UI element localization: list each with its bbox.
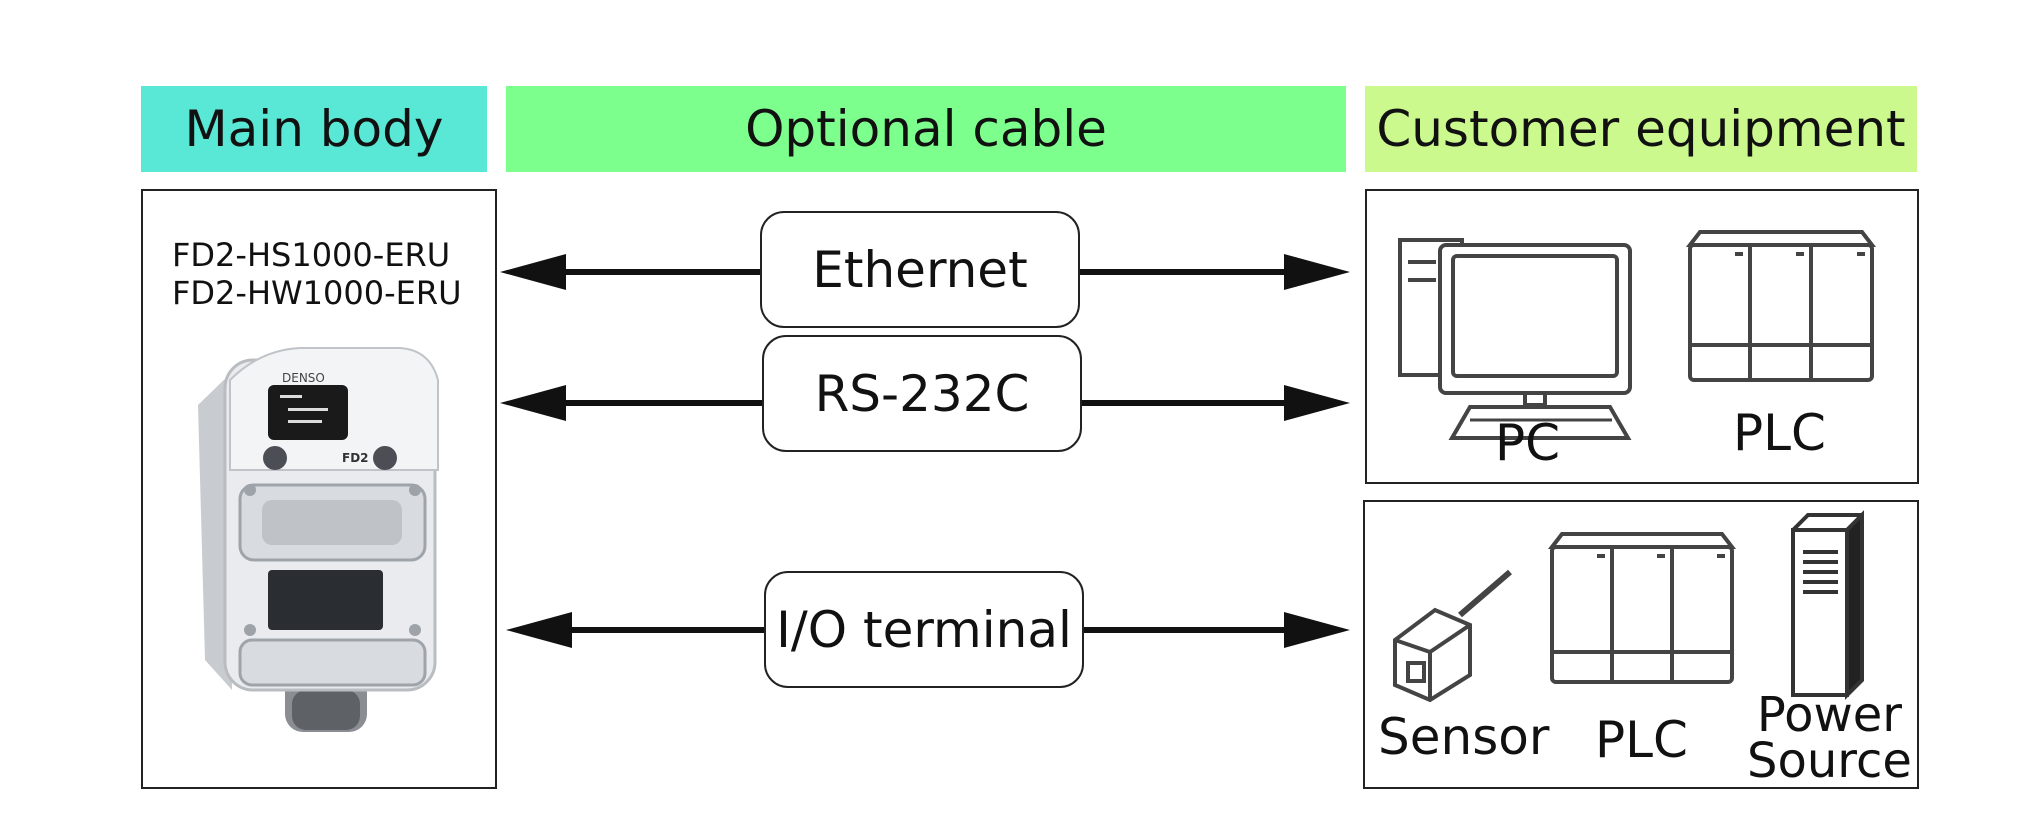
io-terminal-label-text: I/O terminal (776, 600, 1072, 659)
io-terminal-cable-label: I/O terminal (764, 571, 1084, 688)
rs232c-arrow (500, 385, 1350, 421)
plc-icon-bottom (1547, 532, 1737, 684)
pc-icon (1398, 238, 1632, 440)
header-customer-equipment: Customer equipment (1365, 86, 1917, 172)
header-main-body: Main body (141, 86, 487, 172)
power-label-line2: Source (1747, 733, 1912, 789)
rs232c-label-text: RS-232C (814, 364, 1030, 423)
fd2-device-image: DENSO FD2 (198, 347, 439, 732)
io-terminal-arrow (506, 612, 1350, 648)
plc-label-bottom: PLC (1595, 711, 1688, 769)
header-optional-cable: Optional cable (506, 86, 1346, 172)
plc-label-top: PLC (1733, 404, 1826, 462)
plc-icon-top (1685, 230, 1877, 382)
rs232c-cable-label: RS-232C (762, 335, 1082, 452)
header-main-body-label: Main body (184, 100, 444, 158)
power-source-icon (1791, 510, 1864, 700)
ethernet-arrow (500, 254, 1350, 290)
ethernet-cable-label: Ethernet (760, 211, 1080, 328)
power-source-label: Power Source (1747, 687, 1912, 789)
model-name-hw: FD2-HW1000-ERU (172, 274, 462, 312)
pc-label: PC (1495, 414, 1561, 472)
device-brand-text: DENSO (282, 371, 325, 385)
sensor-icon (1393, 569, 1512, 703)
power-label-line1: Power (1756, 687, 1902, 743)
sensor-label: Sensor (1378, 708, 1550, 766)
header-customer-equipment-label: Customer equipment (1376, 100, 1906, 158)
device-label-text: FD2 (342, 451, 369, 465)
header-optional-cable-label: Optional cable (745, 100, 1107, 158)
model-name-hs: FD2-HS1000-ERU (172, 236, 451, 274)
ethernet-label-text: Ethernet (812, 240, 1028, 299)
